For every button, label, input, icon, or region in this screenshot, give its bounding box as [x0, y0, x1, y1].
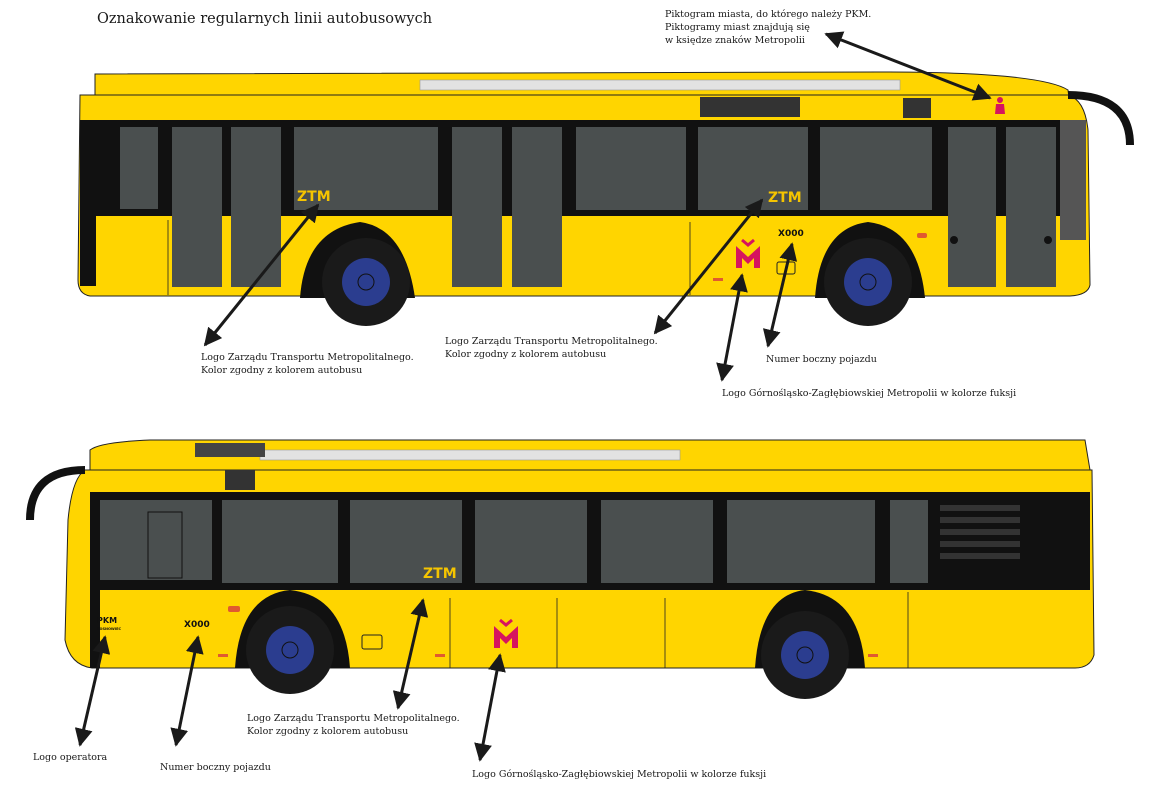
annotation-side-number-bottom: Numer boczny pojazdu: [160, 762, 271, 773]
side-number: X000: [184, 620, 210, 630]
arrow-city-pictogram: [824, 31, 992, 101]
annotation-side-number-top: Numer boczny pojazdu: [766, 354, 877, 365]
annotation-line: Logo Zarządu Transportu Metropolitalnego…: [201, 352, 414, 363]
arrow-ztm-top-right: [653, 198, 764, 335]
arrow-metropolis-top: [716, 273, 748, 382]
top-bus-door: [172, 127, 222, 287]
arrow-operator-logo: [74, 635, 111, 747]
annotation-line: Kolor zgodny z kolorem autobusu: [445, 348, 607, 360]
arrow-ztm-bottom: [392, 598, 429, 710]
annotation-city-pictogram: Piktogram miasta, do którego należy PKM.…: [665, 9, 871, 47]
bottom-bus-grille: [940, 505, 1020, 559]
top-bus: ZTM ZTM X000: [77, 71, 1134, 326]
top-bus-door: [452, 127, 502, 287]
annotation-operator-logo: Logo operatora: [33, 752, 108, 763]
top-bus-door: [1006, 127, 1056, 287]
arrow-side-number-top: [762, 242, 798, 348]
ztm-logo: ZTM: [768, 190, 802, 206]
annotation-metropolis-logo-bottom: Logo Górnośląsko-Zagłębiowskiej Metropol…: [472, 769, 767, 780]
arrow-ztm-top-left: [203, 203, 320, 347]
annotation-line: Logo Zarządu Transportu Metropolitalnego…: [445, 336, 658, 347]
annotation-metropolis-logo-top: Logo Górnośląsko-Zagłębiowskiej Metropol…: [722, 388, 1017, 399]
ztm-logo: ZTM: [297, 189, 331, 205]
top-bus-roof-unit: [419, 79, 901, 91]
annotation-ztm-logo-top-right: Logo Zarządu Transportu Metropolitalnego…: [445, 336, 658, 362]
metropolis-logo: [494, 618, 518, 648]
arrow-side-number-bottom: [170, 635, 204, 747]
page-title: Oznakowanie regularnych linii autobusowy…: [97, 11, 433, 27]
bottom-bus-roof-unit: [259, 449, 681, 461]
top-bus-door: [948, 127, 996, 287]
arrow-metropolis-bottom: [474, 653, 506, 762]
annotation-line: Piktogramy miast znajdują się: [665, 21, 810, 33]
arrows: [74, 31, 992, 762]
top-bus-door: [512, 127, 562, 287]
top-bus-mirror: [1067, 91, 1134, 146]
annotation-line: w księdze znaków Metropolii: [665, 34, 805, 46]
operator-logo: PKM: [97, 616, 117, 625]
annotation-line: Piktogram miasta, do którego należy PKM.: [665, 9, 872, 20]
city-pictogram-icon: [995, 97, 1005, 114]
annotation-line: Kolor zgodny z kolorem autobusu: [201, 364, 363, 376]
annotation-line: Kolor zgodny z kolorem autobusu: [247, 725, 409, 737]
annotation-ztm-logo-top-left: Logo Zarządu Transportu Metropolitalnego…: [201, 352, 414, 378]
top-bus-door: [231, 127, 281, 287]
annotation-ztm-logo-bottom: Logo Zarządu Transportu Metropolitalnego…: [247, 713, 460, 739]
bottom-bus: ZTM X000 PKM SOSNOWIEC: [26, 439, 1095, 699]
operator-logo-subtext: SOSNOWIEC: [97, 627, 121, 631]
annotation-line: Logo Zarządu Transportu Metropolitalnego…: [247, 713, 460, 724]
bottom-bus-mirror: [26, 466, 86, 521]
side-number: X000: [778, 229, 804, 239]
ztm-logo: ZTM: [423, 566, 457, 582]
